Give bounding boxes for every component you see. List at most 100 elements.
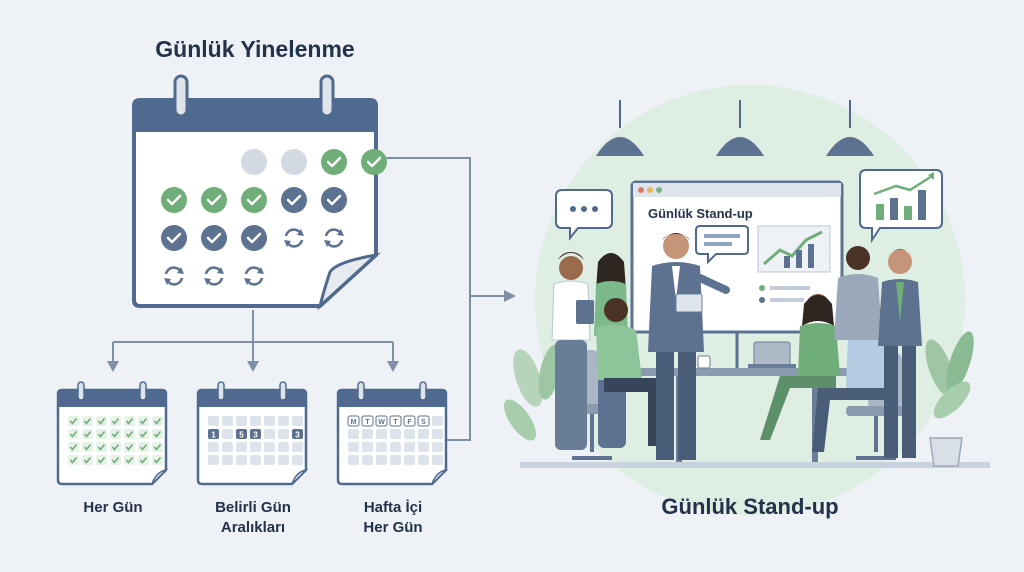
day-cell <box>376 442 387 452</box>
scheduled-day-check-icon <box>201 225 227 251</box>
weekday-letter: M <box>351 419 357 426</box>
weekday-letter: T <box>365 419 370 426</box>
option-label-every-day: Her Gün <box>83 499 143 516</box>
connector-arrowheads <box>107 290 516 372</box>
day-cell <box>264 416 275 426</box>
checked-day-cell <box>110 442 121 452</box>
day-cell <box>222 455 233 465</box>
checked-day-cell <box>68 455 79 465</box>
day-cell <box>404 442 415 452</box>
recurring-day-icon <box>244 266 264 286</box>
day-cell <box>404 429 415 439</box>
person-standing-tie <box>878 249 922 458</box>
day-cell <box>264 429 275 439</box>
day-cell <box>432 429 443 439</box>
checked-day-cell <box>96 416 107 426</box>
day-cell <box>348 455 359 465</box>
day-cell <box>278 455 289 465</box>
weekday-letter: W <box>378 419 385 426</box>
person-standing-bearded <box>834 246 882 340</box>
day-cell <box>362 429 373 439</box>
checked-day-cell <box>96 455 107 465</box>
checked-day-cell <box>96 442 107 452</box>
lamp-icon <box>596 100 644 156</box>
day-cell <box>278 442 289 452</box>
completed-day-check-icon <box>241 187 267 213</box>
day-cell <box>264 442 275 452</box>
day-cell <box>250 442 261 452</box>
checked-day-cell <box>124 455 135 465</box>
person-seated-woman <box>760 294 840 440</box>
checked-day-cell <box>124 429 135 439</box>
checked-day-cell <box>68 416 79 426</box>
day-cell <box>432 416 443 426</box>
day-cell <box>292 455 303 465</box>
interval-day-number: 5 <box>239 430 244 439</box>
day-cell <box>250 455 261 465</box>
weekday-header-cell: T <box>361 415 374 427</box>
presenter <box>648 233 730 460</box>
blank-day-icon <box>281 149 307 175</box>
weekday-header-cell: S <box>417 415 430 427</box>
interval-day-number: 3 <box>295 430 300 439</box>
checked-day-cell <box>110 455 121 465</box>
day-cell <box>348 442 359 452</box>
interval-day-cell: 3 <box>292 429 303 439</box>
checked-day-cell <box>124 442 135 452</box>
every-day-calendar-icon <box>56 381 169 486</box>
person-standing-tablet <box>551 252 594 450</box>
day-cell <box>362 455 373 465</box>
day-cell <box>418 442 429 452</box>
lamp-icon <box>826 100 874 156</box>
weekday-letter: F <box>407 419 412 426</box>
weekday-header-cell: T <box>389 415 402 427</box>
completed-day-check-icon <box>361 149 387 175</box>
checked-day-cell <box>110 416 121 426</box>
checked-day-cell <box>152 455 163 465</box>
growth-chart-bubble-icon <box>859 169 943 244</box>
completed-day-check-icon <box>321 149 347 175</box>
day-cell <box>222 416 233 426</box>
checked-day-cell <box>124 416 135 426</box>
checked-day-cell <box>82 416 93 426</box>
day-cell <box>418 429 429 439</box>
weekday-letter: T <box>393 419 398 426</box>
main-title: Günlük Yinelenme <box>155 36 355 62</box>
day-cell <box>236 455 247 465</box>
day-cell <box>250 416 261 426</box>
day-cell <box>292 442 303 452</box>
checked-day-cell <box>68 442 79 452</box>
weekday-header-cell: F <box>403 415 416 427</box>
interval-day-number: 3 <box>253 430 258 439</box>
recurring-day-icon <box>164 266 184 286</box>
day-cell <box>222 429 233 439</box>
day-cell <box>222 442 233 452</box>
checked-day-cell <box>110 429 121 439</box>
checked-day-cell <box>152 416 163 426</box>
pendant-lamps <box>596 100 874 156</box>
day-cell <box>348 429 359 439</box>
lamp-icon <box>716 100 764 156</box>
option-label-specific-intervals: Belirli Gün Aralıkları <box>215 499 291 536</box>
checked-day-cell <box>96 429 107 439</box>
interval-day-cell: 3 <box>250 429 261 439</box>
checked-day-cell <box>152 442 163 452</box>
message-bubble-icon <box>695 225 749 265</box>
day-cell <box>432 442 443 452</box>
interval-day-cell: 1 <box>208 429 219 439</box>
scheduled-day-check-icon <box>321 187 347 213</box>
connector-lines <box>112 157 505 441</box>
blank-day-icon <box>241 149 267 175</box>
checked-day-cell <box>82 455 93 465</box>
big-calendar-icon <box>132 74 387 311</box>
option-label-every-weekday: Hafta İçi Her Gün <box>363 499 423 536</box>
day-cell <box>278 416 289 426</box>
checked-day-cell <box>138 442 149 452</box>
recurring-day-icon <box>284 228 304 248</box>
weekday-header-cell: M <box>347 415 360 427</box>
day-cell <box>404 455 415 465</box>
completed-day-check-icon <box>161 187 187 213</box>
